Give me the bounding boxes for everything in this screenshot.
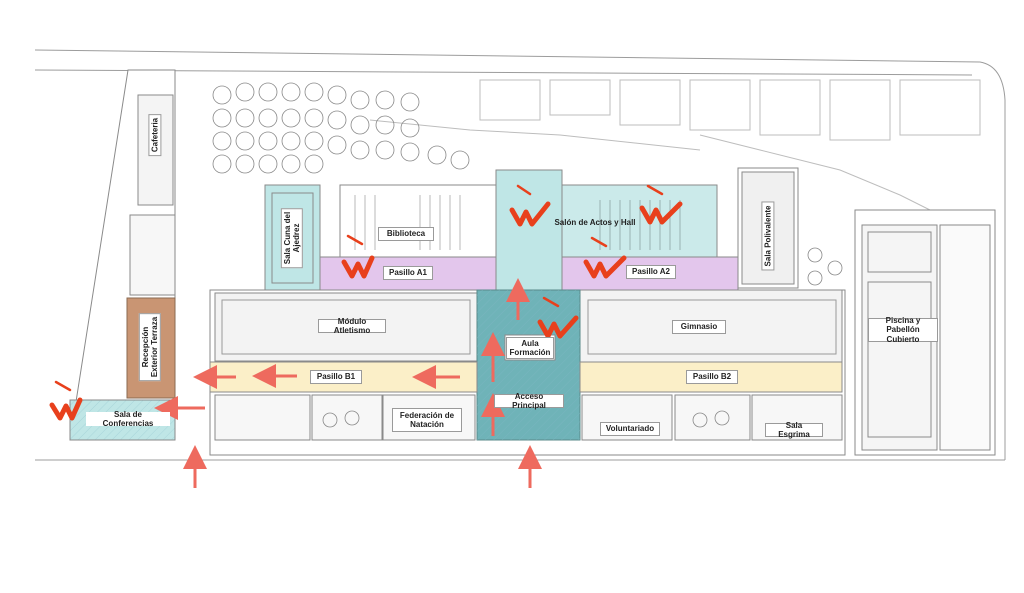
fencing-room-label: Sala Esgrima xyxy=(765,421,823,439)
access-point-ticks xyxy=(54,184,664,392)
wifi-access-point-icon xyxy=(509,201,551,227)
assembly-hall-seating xyxy=(561,184,718,258)
seating-rows xyxy=(599,200,681,250)
corridor-a2-label: Pasillo A2 xyxy=(626,265,676,279)
round-tables xyxy=(322,247,843,428)
reception-label: Recepción Exterior Terraza xyxy=(138,312,162,382)
chess-room-label: Sala Cuna del Ajedrez xyxy=(280,207,304,269)
swimming-federation-label: Federación de Natación xyxy=(392,408,462,432)
street-blocks xyxy=(369,79,981,236)
library-label: Biblioteca xyxy=(378,227,434,241)
wifi-access-point-icon xyxy=(49,397,83,421)
volunteering-label: Voluntariado xyxy=(600,422,660,436)
gym-label: Gimnasio xyxy=(672,320,726,334)
garden-trees xyxy=(212,82,470,174)
library-shelves xyxy=(354,195,461,250)
training-room-label: Aula Formación xyxy=(506,337,554,359)
assembly-hall-label: Salón de Actos y Hall xyxy=(554,218,636,228)
multipurpose-room-label: Sala Polivalente xyxy=(761,201,775,271)
wifi-access-point-icon xyxy=(341,255,375,279)
access-point-marks xyxy=(49,201,683,421)
entry-arrows xyxy=(154,278,542,488)
corridor-a1-label: Pasillo A1 xyxy=(383,266,433,280)
corridor-b2-label: Pasillo B2 xyxy=(686,370,738,384)
main-access-label: Acceso Principal xyxy=(494,392,564,410)
cafeteria-label: Cafeteria xyxy=(148,113,162,157)
athletics-label: Módulo Atletismo xyxy=(318,317,386,335)
wifi-access-point-icon xyxy=(639,201,683,225)
wifi-access-point-icon xyxy=(537,315,579,339)
corridor-b1-label: Pasillo B1 xyxy=(310,370,362,384)
pool-label: Piscina y Pabellón Cubierto xyxy=(868,316,938,344)
wifi-access-point-icon xyxy=(583,255,627,279)
conference-room-label: Sala de Conferencias xyxy=(86,410,170,428)
lower-rooms xyxy=(214,394,843,441)
assembly-hall-zone xyxy=(495,169,563,291)
